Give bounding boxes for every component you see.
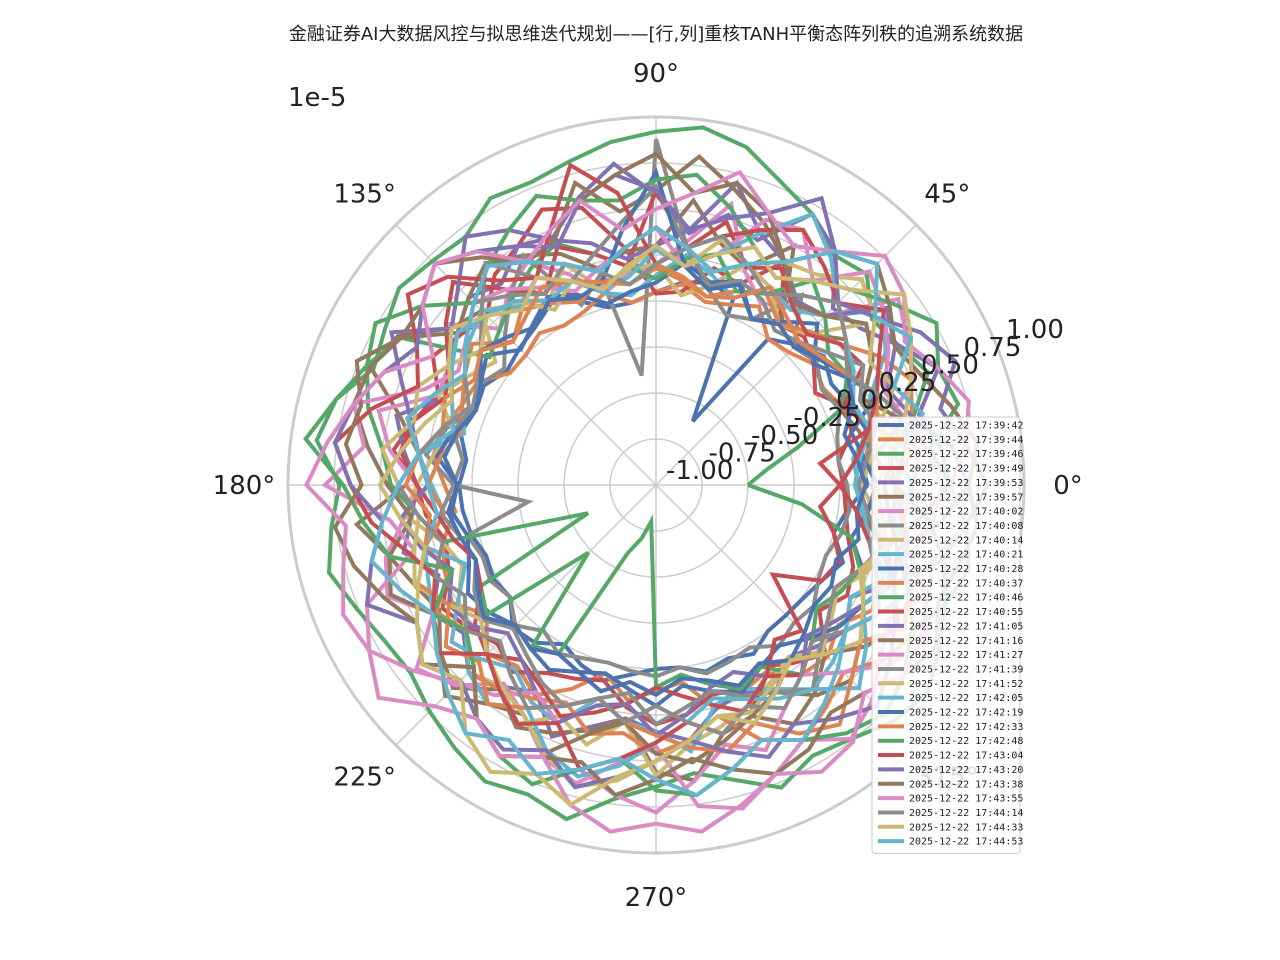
radial-tick-label: -0.50 — [751, 421, 818, 451]
series-line — [377, 243, 913, 808]
chart-title: 金融证券AI大数据风控与拟思维迭代规划——[行,列]重核TANH平衡态阵列秩的追… — [289, 24, 1023, 45]
legend-entry-label: 2025-12-22 17:41:39 — [909, 664, 1023, 675]
legend-entry-label: 2025-12-22 17:41:52 — [909, 679, 1023, 690]
legend-entry-label: 2025-12-22 17:39:44 — [909, 435, 1023, 446]
legend-entry-label: 2025-12-22 17:40:46 — [909, 593, 1023, 604]
radial-tick-label: 0.75 — [963, 333, 1021, 363]
radial-tick-label: 0.50 — [921, 350, 979, 380]
angle-tick-label: 135° — [333, 180, 396, 210]
legend-entry-label: 2025-12-22 17:40:55 — [909, 607, 1023, 618]
radial-tick-label: -0.75 — [708, 438, 775, 468]
legend-entry-label: 2025-12-22 17:42:48 — [909, 736, 1023, 747]
series-line — [416, 211, 894, 779]
legend-entry-label: 2025-12-22 17:40:08 — [909, 521, 1023, 532]
legend-entry-label: 2025-12-22 17:44:53 — [909, 837, 1023, 848]
angle-tick-label: 90° — [633, 59, 679, 89]
angle-tick-label: 225° — [333, 762, 396, 792]
radial-tick-label: 1.00 — [1006, 315, 1064, 345]
legend-entry-label: 2025-12-22 17:39:49 — [909, 464, 1023, 475]
legend-entry-label: 2025-12-22 17:39:57 — [909, 492, 1023, 503]
legend-entry-label: 2025-12-22 17:40:02 — [909, 507, 1023, 518]
series-line — [431, 282, 880, 712]
series-group — [303, 125, 989, 834]
series-line — [369, 225, 926, 798]
angle-tick-label: 180° — [213, 471, 276, 501]
legend-entry-label: 2025-12-22 17:41:05 — [909, 621, 1023, 632]
legend-entry-label: 2025-12-22 17:42:33 — [909, 722, 1023, 733]
series-line — [442, 167, 868, 698]
grid-spoke — [395, 484, 657, 746]
radial-tick-label: -1.00 — [666, 456, 733, 486]
legend-entry-label: 2025-12-22 17:40:14 — [909, 535, 1023, 546]
legend-entry-label: 2025-12-22 17:40:37 — [909, 578, 1023, 589]
legend: 2025-12-22 17:39:42 2025-12-22 17:39:44 20… — [871, 416, 1023, 854]
series-line — [403, 261, 914, 754]
series-line — [332, 172, 989, 790]
legend-entry-label: 2025-12-22 17:44:33 — [909, 822, 1023, 833]
legend-entry-label: 2025-12-22 17:40:21 — [909, 550, 1023, 561]
grid-spoke — [655, 224, 917, 486]
legend-entry-label: 2025-12-22 17:43:38 — [909, 779, 1023, 790]
legend-entry-label: 2025-12-22 17:42:19 — [909, 708, 1023, 719]
legend-entry-label: 2025-12-22 17:40:28 — [909, 564, 1023, 575]
radial-offset-label: 1e-5 — [288, 83, 346, 113]
radial-tick-label: -0.25 — [793, 403, 860, 433]
legend-entry-label: 2025-12-22 17:39:46 — [909, 449, 1023, 460]
series-line — [303, 169, 971, 834]
legend-entry-label: 2025-12-22 17:43:55 — [909, 794, 1023, 805]
angle-tick-label: 45° — [924, 180, 970, 210]
legend-entry-label: 2025-12-22 17:41:27 — [909, 650, 1023, 661]
radial-tick-labels: -1.00-0.75-0.50-0.250.000.250.500.751.00 — [666, 315, 1064, 486]
angle-tick-label: 270° — [625, 883, 688, 913]
legend-entry-label: 2025-12-22 17:41:16 — [909, 636, 1023, 647]
legend-entry-label: 2025-12-22 17:39:42 — [909, 421, 1023, 432]
legend-entry-label: 2025-12-22 17:43:20 — [909, 765, 1023, 776]
radial-tick-label: 0.00 — [836, 386, 894, 416]
legend-box — [871, 416, 1021, 854]
angle-tick-label: 0° — [1053, 471, 1083, 501]
radial-tick-label: 0.25 — [878, 368, 936, 398]
legend-entry-label: 2025-12-22 17:39:53 — [909, 478, 1023, 489]
legend-entry-label: 2025-12-22 17:42:05 — [909, 693, 1023, 704]
legend-entry-label: 2025-12-22 17:43:04 — [909, 751, 1023, 762]
legend-entry-label: 2025-12-22 17:44:14 — [909, 808, 1023, 819]
